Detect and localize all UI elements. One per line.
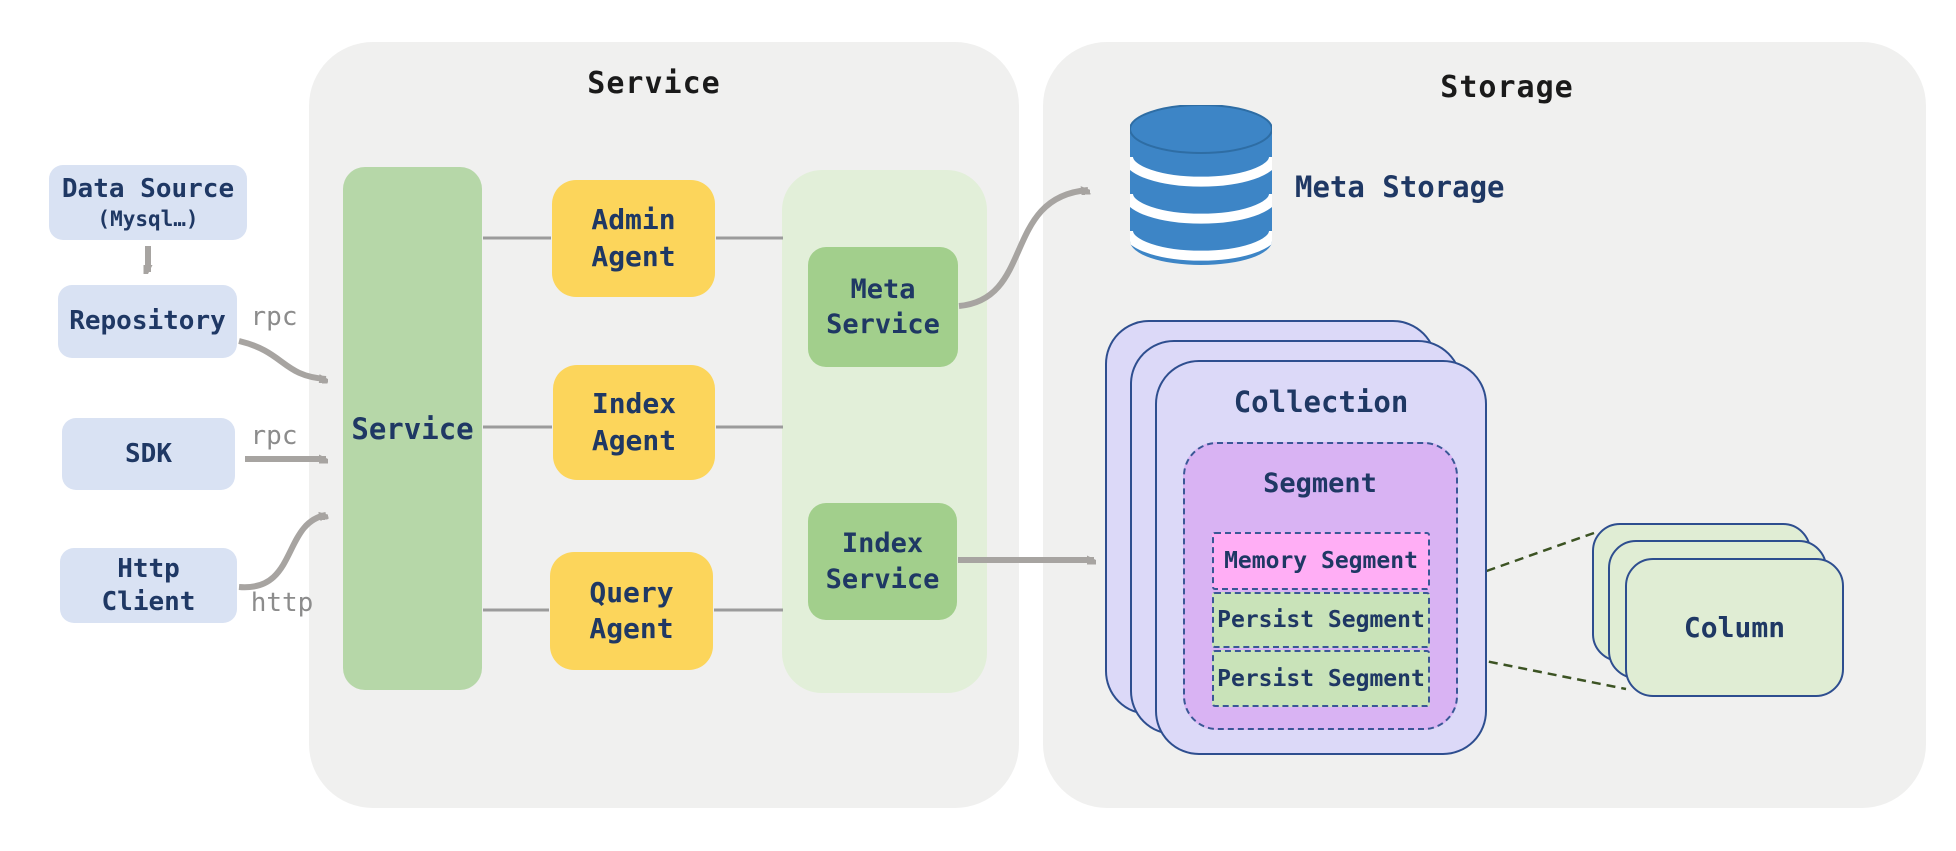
node-http-client-label2: Client: [101, 586, 196, 617]
index-agent-line2: Agent: [591, 423, 677, 457]
edge-label-rpc-repository: rpc: [250, 302, 298, 332]
node-index-agent[interactable]: Index Agent: [553, 365, 715, 480]
collection-title: Collection: [1233, 385, 1409, 419]
node-service[interactable]: Service: [343, 167, 482, 690]
index-service-line1: Index: [841, 528, 924, 560]
memory-segment-label: Memory Segment: [1224, 548, 1418, 574]
column-card-front[interactable]: Column: [1625, 558, 1844, 697]
node-repository-label: Repository: [69, 306, 226, 337]
node-service-label: Service: [351, 411, 474, 446]
admin-agent-line2: Agent: [591, 239, 676, 273]
node-admin-agent[interactable]: Admin Agent: [552, 180, 715, 297]
meta-service-line2: Service: [826, 309, 940, 340]
node-repository[interactable]: Repository: [58, 285, 237, 358]
node-query-agent[interactable]: Query Agent: [550, 552, 713, 670]
meta-storage-label: Meta Storage: [1295, 170, 1505, 204]
meta-service-line1: Meta: [850, 273, 916, 305]
node-data-source[interactable]: Data Source (Mysql…): [49, 165, 247, 240]
node-sdk[interactable]: SDK: [62, 418, 235, 490]
node-index-service[interactable]: Index Service: [808, 503, 957, 620]
node-meta-service[interactable]: Meta Service: [808, 247, 958, 367]
persist-segment-1-label: Persist Segment: [1217, 607, 1425, 633]
service-group-title: Service: [587, 66, 721, 101]
query-agent-line2: Agent: [589, 612, 674, 645]
query-agent-line1: Query: [589, 575, 674, 609]
node-data-source-label: Data Source: [61, 174, 235, 205]
persist-segment-1[interactable]: Persist Segment: [1212, 592, 1430, 648]
column-card-label: Column: [1683, 611, 1786, 644]
index-service-line2: Service: [825, 563, 940, 595]
node-http-client-label: Http: [117, 554, 180, 584]
admin-agent-line1: Admin: [591, 203, 676, 237]
segment-title: Segment: [1263, 468, 1377, 499]
edge-label-http: http: [250, 588, 314, 618]
node-data-source-sublabel: (Mysql…): [97, 206, 199, 231]
persist-segment-2-label: Persist Segment: [1217, 665, 1425, 692]
index-agent-line1: Index: [591, 387, 677, 421]
memory-segment[interactable]: Memory Segment: [1212, 532, 1430, 590]
node-http-client[interactable]: Http Client: [60, 548, 237, 623]
storage-group-title: Storage: [1440, 70, 1574, 105]
persist-segment-2[interactable]: Persist Segment: [1212, 650, 1430, 707]
node-sdk-label: SDK: [125, 438, 172, 469]
edge-label-rpc-sdk: rpc: [250, 421, 298, 451]
